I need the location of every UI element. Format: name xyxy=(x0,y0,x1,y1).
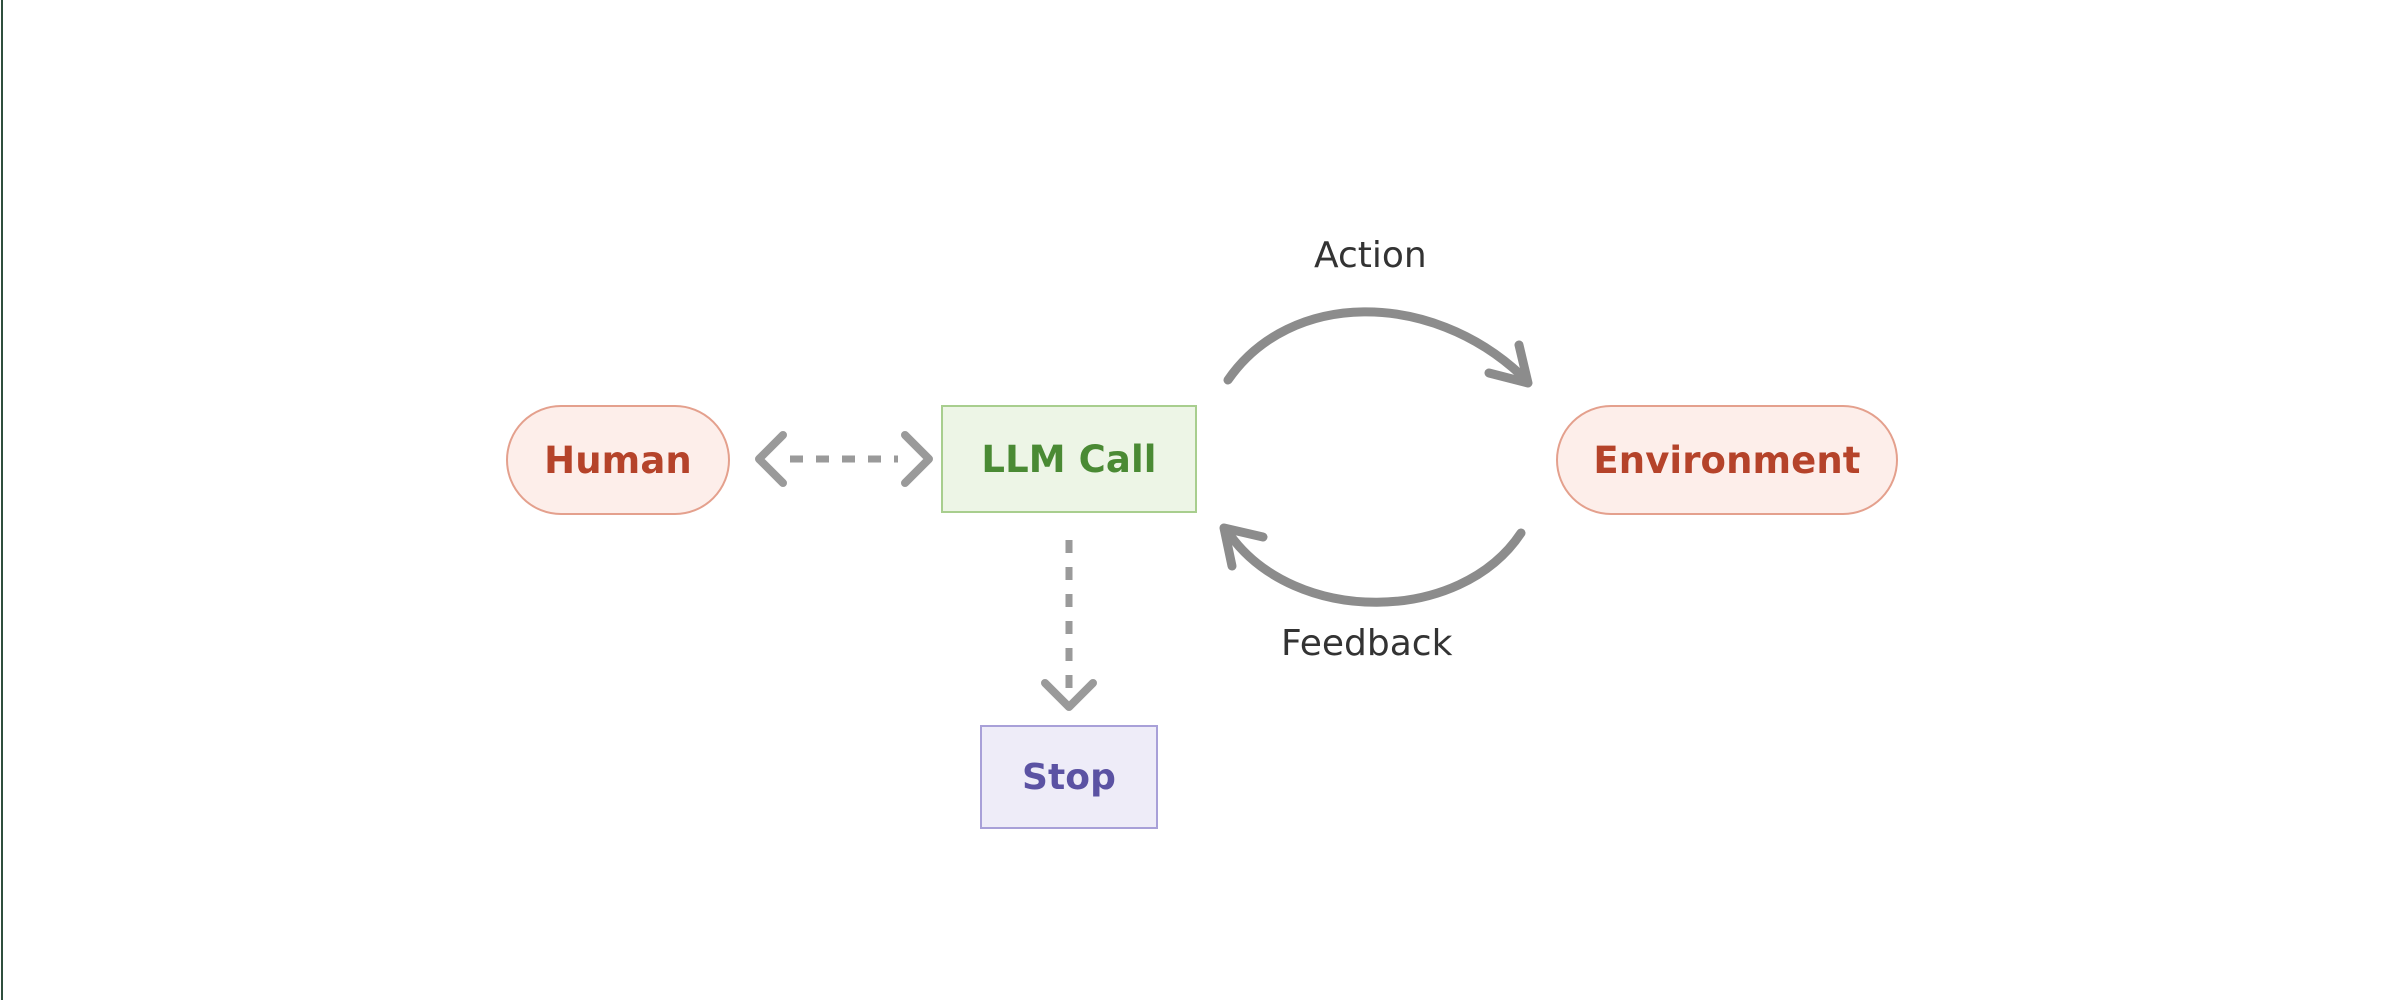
edge-human-llm-call-arrowhead-left xyxy=(755,431,787,487)
edge-feedback-arc xyxy=(1225,528,1526,607)
edge-llm-call-stop xyxy=(1041,540,1097,711)
edge-label-feedback: Feedback xyxy=(1281,623,1453,664)
edge-action-arrowhead xyxy=(1484,340,1533,388)
node-human-label: Human xyxy=(544,438,692,482)
edge-label-action: Action xyxy=(1314,235,1427,276)
node-environment-label: Environment xyxy=(1593,438,1861,482)
edge-feedback-arrowhead xyxy=(1219,523,1268,571)
node-llm-call[interactable]: LLM Call xyxy=(941,405,1197,513)
left-accent-rule xyxy=(1,0,3,1000)
node-llm-call-label: LLM Call xyxy=(981,437,1157,481)
edge-llm-call-stop-arrowhead xyxy=(1041,679,1097,711)
node-environment[interactable]: Environment xyxy=(1556,405,1898,515)
edge-action xyxy=(1223,307,1533,388)
node-stop-label: Stop xyxy=(1021,756,1117,798)
node-stop[interactable]: Stop xyxy=(980,725,1158,829)
edge-action-arc xyxy=(1223,307,1526,385)
edge-human-llm-call-arrowhead-right xyxy=(901,431,933,487)
edge-feedback xyxy=(1219,523,1526,607)
edge-human-llm-call xyxy=(755,431,933,487)
node-human[interactable]: Human xyxy=(506,405,730,515)
